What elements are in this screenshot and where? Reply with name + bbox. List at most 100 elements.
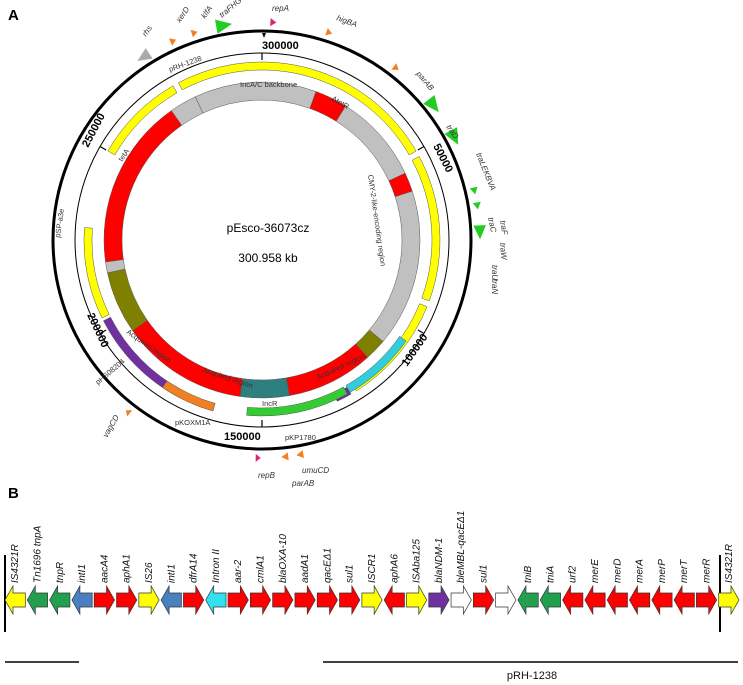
track-label-pkp: pKP1780 (285, 433, 316, 442)
gene-arrow (249, 584, 272, 616)
gene-arrow (406, 584, 428, 616)
gene-label: aphA6 (389, 554, 400, 583)
outer-gene-arrow (168, 38, 177, 46)
outer-gene-arrow (472, 201, 481, 210)
gene-label: aadA1 (300, 554, 311, 583)
outer-gene-arrow (255, 453, 261, 462)
gene-label: IS4321R (724, 544, 735, 583)
linear-gene-map (4, 555, 740, 632)
gene-label: merD (612, 559, 623, 583)
gene-arrow (383, 584, 405, 616)
gene-label: intI1 (77, 564, 88, 583)
outer-gene-repb: repB (258, 471, 276, 480)
gene-arrow (584, 584, 606, 616)
outer-gene-trad: traD (444, 123, 460, 141)
gene-label: merR (702, 559, 713, 583)
outer-gene-vagcd: vagCD (101, 413, 121, 439)
outer-gene-arrow (325, 27, 333, 36)
gene-arrow (651, 584, 673, 616)
gene-arrow (272, 584, 294, 616)
gene-arrow (205, 584, 227, 616)
gene-arrow (160, 584, 182, 616)
scale-tick (99, 145, 107, 151)
gene-arrow (316, 584, 338, 616)
outer-gene-arrow (391, 63, 399, 71)
plasmid-name: pEsco-36073cz (227, 221, 310, 235)
gene-label: merT (679, 559, 690, 583)
track-label-prh1238: pRH-1238 (168, 54, 203, 74)
gene-arrow (629, 584, 651, 616)
scale-tick (99, 329, 107, 335)
acquired-segment (103, 110, 183, 263)
gene-arrow (339, 584, 361, 616)
incr-label: IncR (262, 399, 278, 408)
outer-circle (51, 29, 473, 451)
outer-gene-arrow (215, 19, 233, 34)
gene-label: Tn1696 tnpA (32, 525, 43, 583)
gene-arrow (26, 584, 48, 616)
outer-gene-parab-bottom: parAB (291, 479, 315, 488)
outer-gene-parab-top: parAB (414, 69, 436, 93)
outer-gene-arrow (444, 127, 459, 145)
outer-gene-arrow (125, 410, 133, 417)
gene-label: merP (657, 559, 668, 583)
gene-label: blaOXA-10 (278, 534, 289, 583)
gene-label: ISAba125 (412, 539, 423, 583)
outer-gene-rhs: rhs (140, 24, 154, 38)
outer-gene-arrow (473, 225, 486, 240)
track-pkp-segment (345, 336, 407, 393)
gene-label: merE (590, 559, 601, 583)
gene-arrow (116, 584, 138, 616)
gene-label: aacA4 (99, 554, 110, 583)
gene-arrow (718, 584, 740, 616)
track-prh1238-segment (178, 61, 417, 156)
outer-gene-arrow (137, 48, 153, 61)
panel-b-letter: B (8, 485, 19, 502)
outer-gene-umucd: umuCD (302, 466, 329, 475)
gene-arrow (562, 584, 584, 616)
tick-50000: 50000 (430, 142, 455, 175)
olive-segment (107, 268, 148, 331)
gene-label: ISCR1 (367, 554, 378, 583)
gene-label: IS4321R (10, 544, 21, 583)
outer-gene-trau: traU (490, 265, 499, 280)
outer-gene-repa: repA (272, 4, 289, 13)
gene-arrow (539, 584, 561, 616)
gene-arrow (428, 584, 450, 616)
gene-label: sul1 (479, 565, 490, 583)
gene-label: aphA1 (122, 554, 133, 583)
gene-arrow (4, 584, 26, 616)
gene-arrow (93, 584, 115, 616)
outer-gene-trac: traC (486, 217, 498, 234)
gene-label: blaNDM-1 (434, 538, 445, 583)
gene-label: aar-2 (233, 559, 244, 583)
acquired-segment (132, 319, 243, 397)
gene-label: sul1 (345, 565, 356, 583)
outer-gene-traw: traW (498, 242, 509, 261)
tick-300000: 300000 (262, 40, 299, 52)
gene-arrow (71, 584, 93, 616)
outer-gene-tralekbva: traLEKBVA (474, 151, 497, 191)
gene-arrow (227, 584, 249, 616)
scale-tick (417, 329, 425, 335)
outer-gene-trafhg: traFHG (218, 0, 244, 20)
outer-gene-tran: traN (490, 279, 499, 294)
gene-label: qacEΔ1 (322, 548, 333, 583)
prh1238-bar-label: pRH-1238 (507, 670, 557, 682)
tick-200000: 200000 (84, 311, 110, 349)
outer-gene-traf: traF (498, 220, 510, 237)
gene-arrow (696, 584, 718, 616)
gene-arrow (473, 584, 495, 616)
track-pkox-segment (246, 386, 348, 417)
gene-label: urf2 (568, 565, 579, 583)
outer-gene-higba: higBA (335, 13, 358, 29)
gene-label: tniB (523, 565, 534, 583)
gene-label: dfrA14 (189, 553, 200, 583)
gene-label: cmlA1 (255, 555, 266, 583)
gene-arrow (673, 584, 695, 616)
gene-label: IS26 (144, 562, 155, 583)
outer-gene-arrow (296, 450, 304, 459)
backbone-label: IncA/C backbone (240, 80, 297, 89)
outer-gene-klfa: klfA (199, 4, 214, 20)
